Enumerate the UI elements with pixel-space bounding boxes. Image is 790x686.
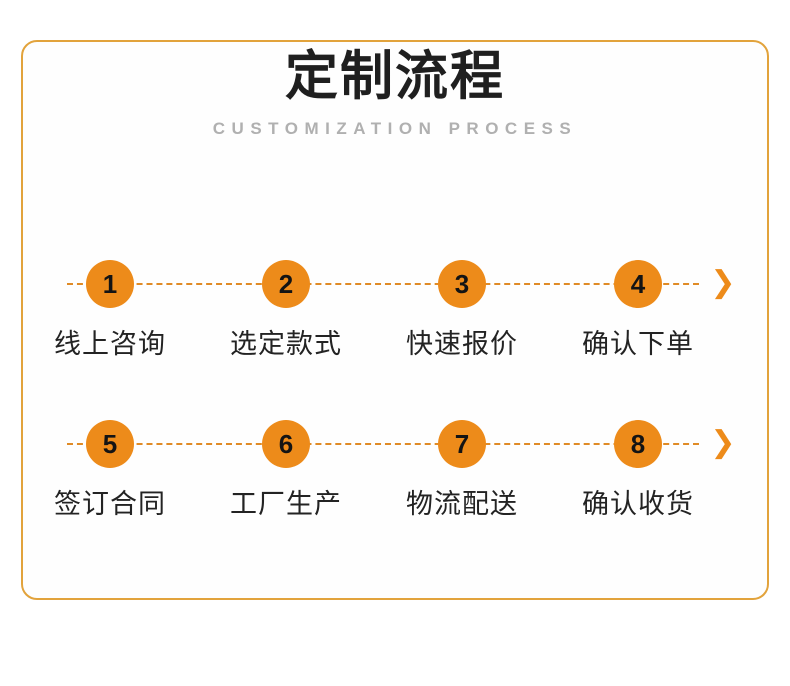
chevron-right-icon: ❯ bbox=[710, 266, 736, 299]
step-number-badge: 5 bbox=[86, 420, 134, 468]
content-frame bbox=[21, 40, 769, 600]
step-number-badge: 2 bbox=[262, 260, 310, 308]
step-label: 线上咨询 bbox=[54, 329, 166, 359]
page-heading: 定制流程 CUSTOMIZATION PROCESS bbox=[0, 48, 790, 139]
step-number-badge: 3 bbox=[438, 260, 486, 308]
dashed-connector-line bbox=[67, 443, 699, 445]
step-number-badge: 1 bbox=[86, 260, 134, 308]
step-label: 快速报价 bbox=[406, 329, 518, 359]
dashed-connector-line bbox=[67, 283, 699, 285]
step-label: 确认收货 bbox=[582, 489, 694, 519]
process-step[interactable]: 7 物流配送 bbox=[374, 389, 550, 519]
process-row-1: ❯ 1 线上咨询 2 选定款式 3 快速报价 4 确认下单 bbox=[22, 229, 736, 359]
step-label: 选定款式 bbox=[230, 329, 342, 359]
process-row-2: ❯ 5 签订合同 6 工厂生产 7 物流配送 8 确认收货 bbox=[22, 389, 736, 519]
step-number-badge: 8 bbox=[614, 420, 662, 468]
step-number-badge: 7 bbox=[438, 420, 486, 468]
process-step[interactable]: 1 线上咨询 bbox=[22, 229, 198, 359]
process-step[interactable]: 2 选定款式 bbox=[198, 229, 374, 359]
step-label: 确认下单 bbox=[582, 329, 694, 359]
process-steps-row-2: 5 签订合同 6 工厂生产 7 物流配送 8 确认收货 bbox=[22, 389, 726, 519]
step-label: 工厂生产 bbox=[230, 489, 342, 519]
process-step[interactable]: 6 工厂生产 bbox=[198, 389, 374, 519]
page-subtitle: CUSTOMIZATION PROCESS bbox=[212, 119, 578, 139]
process-step[interactable]: 4 确认下单 bbox=[550, 229, 726, 359]
page-title: 定制流程 bbox=[285, 47, 505, 106]
step-label: 签订合同 bbox=[54, 489, 166, 519]
step-label: 物流配送 bbox=[406, 489, 518, 519]
process-steps-row-1: 1 线上咨询 2 选定款式 3 快速报价 4 确认下单 bbox=[22, 229, 726, 359]
process-step[interactable]: 5 签订合同 bbox=[22, 389, 198, 519]
chevron-right-icon: ❯ bbox=[710, 426, 736, 459]
process-step[interactable]: 8 确认收货 bbox=[550, 389, 726, 519]
step-number-badge: 4 bbox=[614, 260, 662, 308]
step-number-badge: 6 bbox=[262, 420, 310, 468]
process-step[interactable]: 3 快速报价 bbox=[374, 229, 550, 359]
